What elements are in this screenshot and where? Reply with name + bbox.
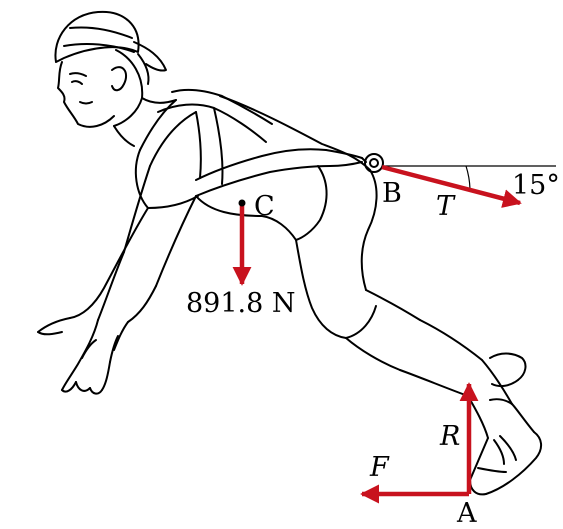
normal-force-label: R	[440, 421, 461, 452]
friction-force-label: F	[370, 452, 389, 483]
angle-arc	[465, 165, 471, 190]
point-c-dot	[238, 199, 246, 207]
tension-label: T	[436, 191, 455, 222]
angle-label: 15°	[512, 170, 560, 201]
tension-arrow	[381, 164, 522, 208]
person-illustration	[37, 10, 542, 496]
point-c-label: C	[254, 191, 275, 222]
point-b-label: B	[382, 178, 402, 209]
point-a-label: A	[457, 498, 477, 529]
weight-label: 891.8 N	[186, 288, 296, 319]
